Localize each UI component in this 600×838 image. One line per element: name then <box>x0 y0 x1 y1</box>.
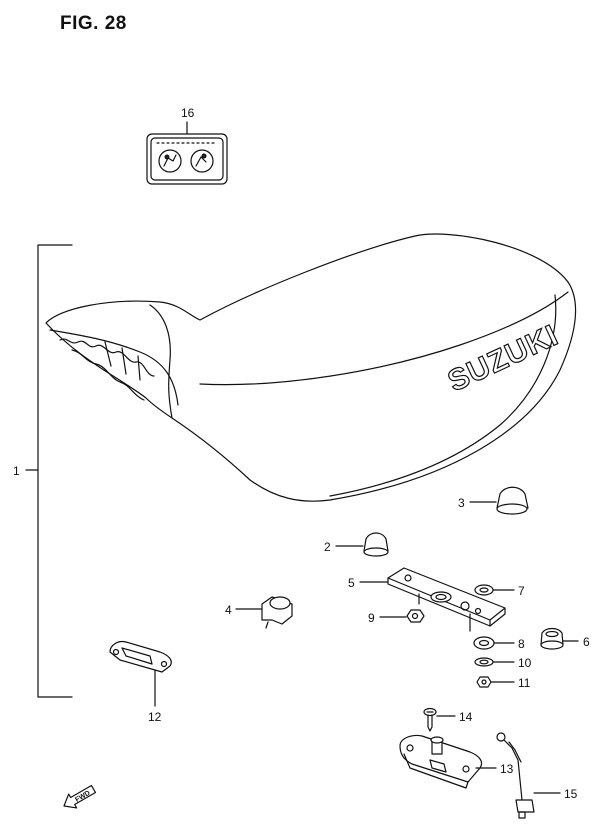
seat-lock-part-13 <box>399 734 497 789</box>
lock-cable-part-15 <box>496 732 561 819</box>
seat-bracket-part-5 <box>359 567 506 632</box>
screw-part-14 <box>423 707 456 732</box>
cushion-part-2 <box>335 532 389 557</box>
callout-7: 7 <box>518 584 525 598</box>
callout-8: 8 <box>518 637 525 651</box>
figure-title: FIG. 28 <box>60 13 127 34</box>
callout-11: 11 <box>518 676 531 690</box>
callout-15: 15 <box>564 787 578 801</box>
callout-1: 1 <box>13 464 20 478</box>
callout-10: 10 <box>518 656 532 670</box>
callout-6: 6 <box>583 635 590 649</box>
callout-12: 12 <box>148 710 162 724</box>
washer-part-10 <box>474 657 515 667</box>
callout-14: 14 <box>459 710 473 724</box>
stopper-part-4 <box>235 596 293 629</box>
callout-5: 5 <box>348 576 355 590</box>
washer-part-8 <box>473 636 515 650</box>
callout-13: 13 <box>500 762 514 776</box>
seat-part: SUZUKI <box>45 233 577 502</box>
callout-3: 3 <box>458 496 465 510</box>
callout-4: 4 <box>225 603 232 617</box>
hinge-bracket-part-12 <box>109 640 172 707</box>
callout-16: 16 <box>181 106 195 120</box>
forward-direction-arrow-icon: FWD <box>63 784 97 809</box>
callout-2: 2 <box>324 540 331 554</box>
forward-label: FWD <box>74 790 91 804</box>
nut-part-11 <box>476 676 515 688</box>
warning-label-part <box>146 121 228 185</box>
callout-9: 9 <box>368 611 375 625</box>
grommet-part-6 <box>540 627 579 650</box>
washer-part-7 <box>474 584 515 596</box>
cushion-part-3 <box>469 486 529 515</box>
nut-part-9 <box>379 609 425 623</box>
seat-assembly-bracket <box>25 244 73 698</box>
